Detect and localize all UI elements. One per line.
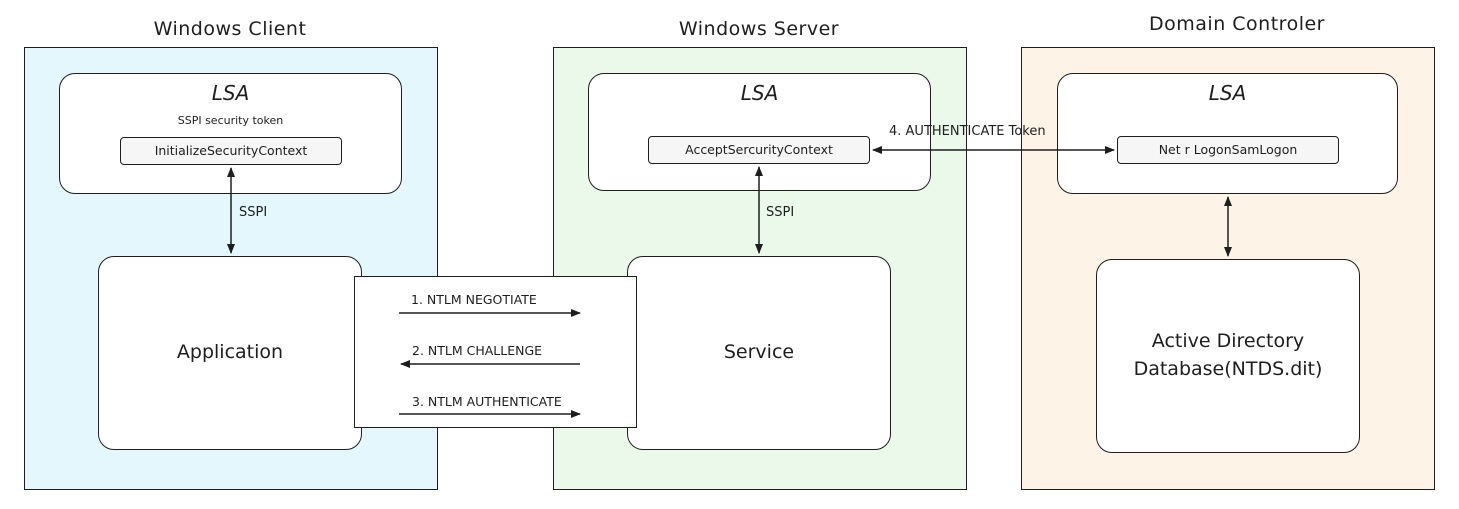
server-lsa-title: LSA	[740, 81, 779, 105]
server-zone-title: Windows Server	[678, 18, 840, 40]
accept-security-context-node: AcceptSercurityContext	[648, 136, 870, 164]
application-label: Application	[176, 341, 284, 363]
initialize-security-context-node: InitializeSecurityContext	[120, 137, 342, 165]
dc-zone-title: Domain Controler	[1149, 13, 1325, 35]
client-sspi-label: SSPI	[239, 205, 268, 220]
msg-ntlm-negotiate: 1. NTLM NEGOTIATE	[411, 292, 537, 307]
client-lsa-box: LSA SSPI security token	[59, 73, 402, 194]
ntlm-message-panel	[354, 276, 637, 428]
dc-lsa-title: LSA	[1208, 81, 1247, 105]
application-box: Application	[98, 256, 362, 450]
service-box: Service	[627, 256, 891, 450]
service-label: Service	[723, 341, 795, 363]
sspi-token-note: SSPI security token	[177, 114, 284, 127]
ad-db-line1: Active Directory	[1151, 330, 1305, 352]
client-zone-title: Windows Client	[153, 18, 307, 40]
active-directory-database-box: Active Directory Database(NTDS.dit)	[1096, 259, 1360, 453]
dc-lsa-box: LSA	[1057, 73, 1398, 194]
ad-db-line2: Database(NTDS.dit)	[1133, 358, 1323, 380]
msg-authenticate-token: 4. AUTHENTICATE Token	[889, 124, 1046, 139]
msg-ntlm-authenticate: 3. NTLM AUTHENTICATE	[412, 394, 562, 409]
client-lsa-title: LSA	[211, 81, 250, 105]
msg-ntlm-challenge: 2. NTLM CHALLENGE	[412, 343, 543, 358]
netr-logon-sam-logon-node: Net r LogonSamLogon	[1117, 136, 1339, 164]
server-lsa-box: LSA	[588, 73, 931, 191]
server-sspi-label: SSPI	[766, 205, 795, 220]
